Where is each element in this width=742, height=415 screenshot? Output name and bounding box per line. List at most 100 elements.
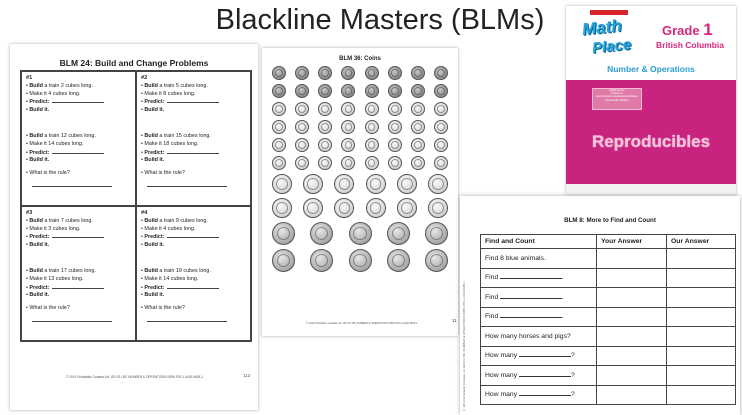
rule-answer-line xyxy=(32,313,112,322)
table-row: How many ? xyxy=(480,345,736,366)
your-answer-cell[interactable] xyxy=(596,326,667,347)
coin-image xyxy=(295,120,310,134)
coin-image xyxy=(364,102,379,116)
instruction-line: • Make it 13 cubes long. xyxy=(26,275,84,282)
predict-line: • Predict: xyxy=(141,149,246,158)
coin-image xyxy=(318,84,333,98)
table-row: Find . xyxy=(480,267,736,288)
coin-image xyxy=(364,84,379,98)
predict-line: • Predict: xyxy=(141,284,246,293)
coin-image xyxy=(272,174,292,194)
coin-image xyxy=(410,66,425,80)
build-it-line: • Build it. xyxy=(26,157,50,164)
coin-image xyxy=(341,120,356,134)
blm24-cell: #2• Build a train 5 cubes long.• Make it… xyxy=(136,71,251,206)
coin-image xyxy=(434,120,448,134)
your-answer-cell[interactable] xyxy=(596,287,667,308)
coin-image xyxy=(348,222,372,245)
coin-image xyxy=(341,66,356,80)
instruction-line: • Build a train 7 cubes long. xyxy=(26,217,93,224)
coin-image xyxy=(364,120,379,134)
coin-image xyxy=(386,249,410,272)
table-header-cell: Your Answer xyxy=(596,234,667,249)
coin-image xyxy=(364,138,379,152)
predict-line: • Predict: xyxy=(26,98,131,107)
logo-word-place: Place xyxy=(591,35,632,58)
coin-image xyxy=(425,222,448,245)
your-answer-cell[interactable] xyxy=(596,306,667,327)
our-answer-cell[interactable] xyxy=(666,384,736,405)
our-answer-cell[interactable] xyxy=(666,326,736,347)
our-answer-cell[interactable] xyxy=(666,345,736,366)
blm24-title: BLM 24: Build and Change Problems xyxy=(59,58,209,68)
blm8-title: BLM 8: More to Find and Count xyxy=(564,217,656,224)
our-answer-cell[interactable] xyxy=(666,306,736,327)
table-header-cell: Find and Count xyxy=(480,234,597,249)
build-it-line: • Build it. xyxy=(26,107,50,114)
table-row: Find . xyxy=(480,287,736,308)
your-answer-cell[interactable] xyxy=(596,345,667,366)
blm24-cell: #1• Build a train 2 cubes long.• Make it… xyxy=(21,71,136,206)
coin-image xyxy=(318,66,333,80)
build-it-line: • Build it. xyxy=(141,242,165,249)
blm36-title: BLM 36: Coins xyxy=(339,56,381,62)
rule-answer-line xyxy=(147,313,227,322)
cover-title: Reproducibles xyxy=(591,132,711,151)
rule-question: • What is the rule? xyxy=(26,170,70,177)
instruction-line: • Build a train 2 cubes long. xyxy=(26,82,93,89)
province-label: British Columbia xyxy=(656,40,725,50)
our-answer-cell[interactable] xyxy=(666,267,736,288)
instruction-line: • Build a train 15 cubes long. xyxy=(141,132,211,139)
coin-image xyxy=(348,249,372,272)
your-answer-cell[interactable] xyxy=(596,365,667,386)
coin-image xyxy=(272,222,295,245)
coin-image xyxy=(295,66,310,80)
instruction-line: • Build a train 5 cubes long. xyxy=(141,82,208,89)
coin-image xyxy=(434,138,448,152)
rule-question: • What is the rule? xyxy=(141,170,185,177)
our-answer-cell[interactable] xyxy=(666,365,736,386)
build-it-line: • Build it. xyxy=(141,157,165,164)
rule-question: • What is the rule? xyxy=(141,305,185,312)
coin-image xyxy=(318,156,333,170)
coin-image xyxy=(396,198,417,218)
coin-image xyxy=(434,84,448,98)
coin-image xyxy=(303,198,324,218)
coin-image xyxy=(341,84,356,98)
coin-image xyxy=(272,84,286,98)
our-answer-cell[interactable] xyxy=(666,248,736,269)
your-answer-cell[interactable] xyxy=(596,384,667,405)
coin-image xyxy=(295,84,310,98)
coin-image xyxy=(272,138,286,152)
predict-line: • Predict: xyxy=(26,233,131,242)
coin-image xyxy=(410,156,425,170)
coin-image xyxy=(410,120,425,134)
build-it-line: • Build it. xyxy=(141,292,165,299)
your-answer-cell[interactable] xyxy=(596,267,667,288)
table-row: Find 8 blue animals. xyxy=(480,248,736,269)
coin-image xyxy=(410,84,425,98)
build-it-line: • Build it. xyxy=(26,242,50,249)
coin-image xyxy=(364,66,379,80)
find-count-prompt: Find 8 blue animals. xyxy=(480,248,597,269)
build-it-line: • Build it. xyxy=(141,107,165,114)
coin-image xyxy=(396,174,417,194)
reproducibles-cover: Math Place Grade 1 British Columbia Numb… xyxy=(566,6,736,194)
instruction-line: • Make it 8 cubes long. xyxy=(141,90,196,97)
blm36-page: BLM 36: Coins © 2019 Scholastic Canada L… xyxy=(262,48,458,336)
coin-image xyxy=(318,120,333,134)
coin-image xyxy=(310,249,334,272)
instruction-line: • Make it 4 cubes long. xyxy=(141,225,196,232)
coin-image xyxy=(428,174,448,194)
find-count-prompt: How many ? xyxy=(480,365,597,386)
table-row: How many ? xyxy=(480,384,736,405)
coin-image xyxy=(272,66,286,80)
your-answer-cell[interactable] xyxy=(596,248,667,269)
our-answer-cell[interactable] xyxy=(666,287,736,308)
cover-bottom-strip xyxy=(566,184,736,194)
coin-image xyxy=(410,102,425,116)
coin-image xyxy=(318,138,333,152)
